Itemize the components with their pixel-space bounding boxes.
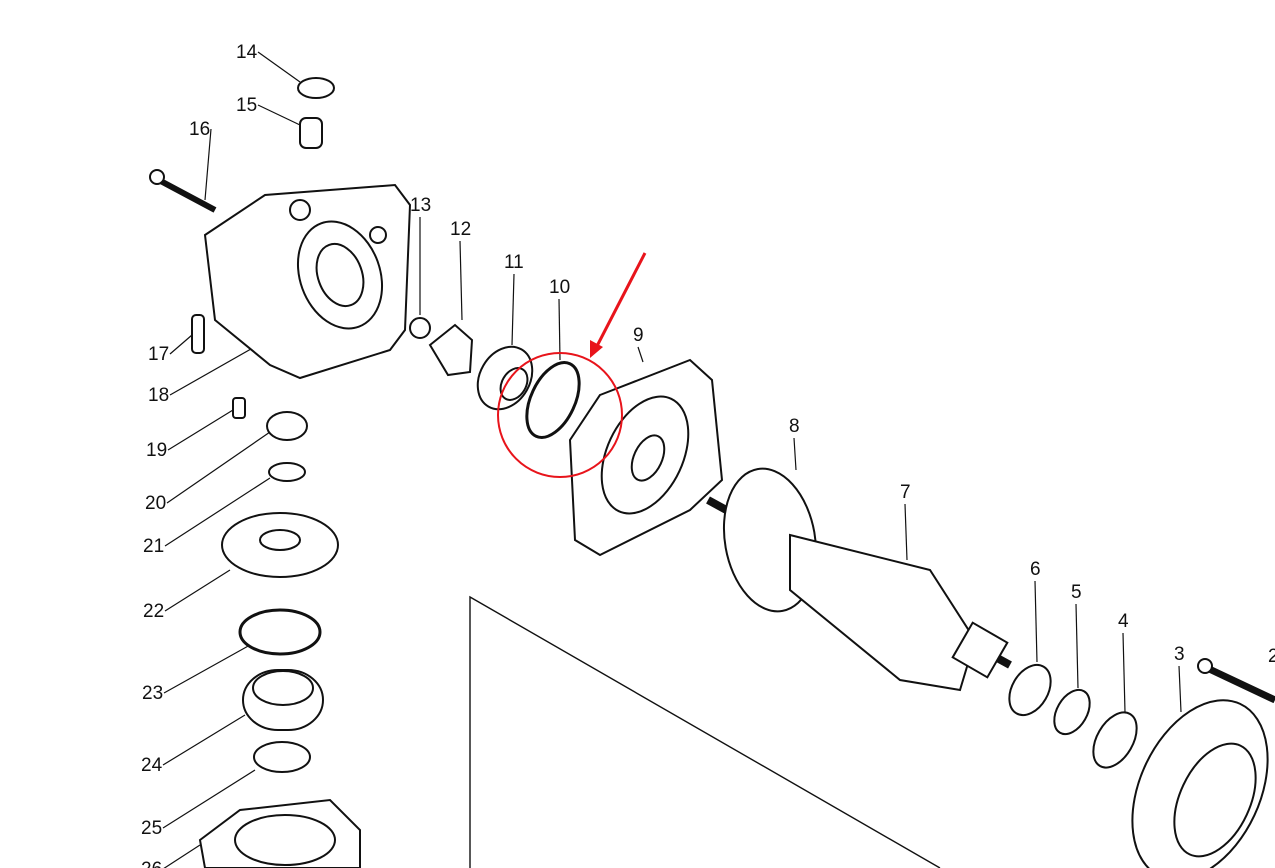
leader-line-3 <box>1178 665 1182 713</box>
part-label-17: 17 <box>148 344 169 365</box>
left-stack <box>198 397 361 868</box>
part-label-20: 20 <box>145 493 166 514</box>
leader-line-15 <box>257 104 301 126</box>
part-labels: 14 15 16 13 12 11 10 9 8 7 6 5 4 3 2 17 18 19 20 21 22 23 24 25… <box>141 42 1275 868</box>
leader-line-8 <box>793 437 797 471</box>
part-label-24: 24 <box>141 755 163 776</box>
part-label-6: 6 <box>1030 559 1041 580</box>
part-label-19: 19 <box>146 440 167 461</box>
leader-lines <box>162 51 1182 868</box>
part-label-4: 4 <box>1118 611 1129 632</box>
part-label-3: 3 <box>1174 644 1185 665</box>
leader-line-22 <box>164 569 231 612</box>
part-label-23: 23 <box>142 683 163 704</box>
leader-line-16 <box>204 128 212 201</box>
leader-line-23 <box>163 644 251 694</box>
part-label-2: 2 <box>1268 646 1275 667</box>
bearing-11 <box>476 345 534 411</box>
part-label-11: 11 <box>504 252 524 273</box>
arrow-head <box>590 340 603 358</box>
nut-13 <box>409 317 431 339</box>
leader-line-24 <box>162 714 246 766</box>
spring-15 <box>299 117 323 149</box>
leader-line-21 <box>164 477 271 547</box>
part-14 <box>297 77 335 99</box>
bearing-5 <box>1053 688 1091 736</box>
baffle-3 <box>1131 699 1269 868</box>
bearing-6 <box>1008 663 1052 717</box>
part-label-15: 15 <box>236 95 257 116</box>
screw-2 <box>1197 658 1275 704</box>
armature-7 <box>706 467 1012 692</box>
leader-line-11 <box>511 273 515 346</box>
part-label-25: 25 <box>141 818 162 839</box>
o-ring-10 <box>525 361 581 439</box>
highlight-circle <box>497 352 623 478</box>
leader-line-6 <box>1034 580 1038 663</box>
leader-line-14 <box>257 51 301 83</box>
bearing-box-9 <box>568 358 724 557</box>
ring-4 <box>1092 711 1138 769</box>
leader-line-19 <box>167 409 234 451</box>
part-label-12: 12 <box>450 219 471 240</box>
leader-line-7 <box>904 503 908 561</box>
leader-line-18 <box>169 344 259 396</box>
part-label-16: 16 <box>189 119 210 140</box>
bolt-16 <box>149 169 217 213</box>
part-label-13: 13 <box>410 195 431 216</box>
part-label-18: 18 <box>148 385 169 406</box>
leader-line-17 <box>169 334 193 355</box>
leader-line-20 <box>166 431 271 504</box>
leader-line-9 <box>637 346 644 363</box>
highlight-annotation <box>497 252 647 478</box>
part-label-10: 10 <box>549 277 570 298</box>
part-label-5: 5 <box>1071 582 1082 603</box>
part-label-21: 21 <box>143 536 164 557</box>
leader-line-10 <box>558 298 561 361</box>
part-label-14: 14 <box>236 42 258 63</box>
box-outline <box>469 595 941 868</box>
leader-line-4 <box>1122 632 1126 713</box>
gear-housing <box>203 183 412 380</box>
leader-line-5 <box>1075 603 1079 689</box>
leader-line-26 <box>163 844 201 868</box>
part-label-7: 7 <box>900 482 911 503</box>
part-label-9: 9 <box>633 325 644 346</box>
highlight-arrow <box>594 252 647 349</box>
pin-17 <box>191 314 205 354</box>
pinion-12 <box>428 323 474 377</box>
leader-line-12 <box>459 240 463 321</box>
part-label-22: 22 <box>143 601 164 622</box>
leader-line-25 <box>162 769 256 829</box>
part-label-8: 8 <box>789 416 800 437</box>
part-label-26: 26 <box>141 859 162 868</box>
